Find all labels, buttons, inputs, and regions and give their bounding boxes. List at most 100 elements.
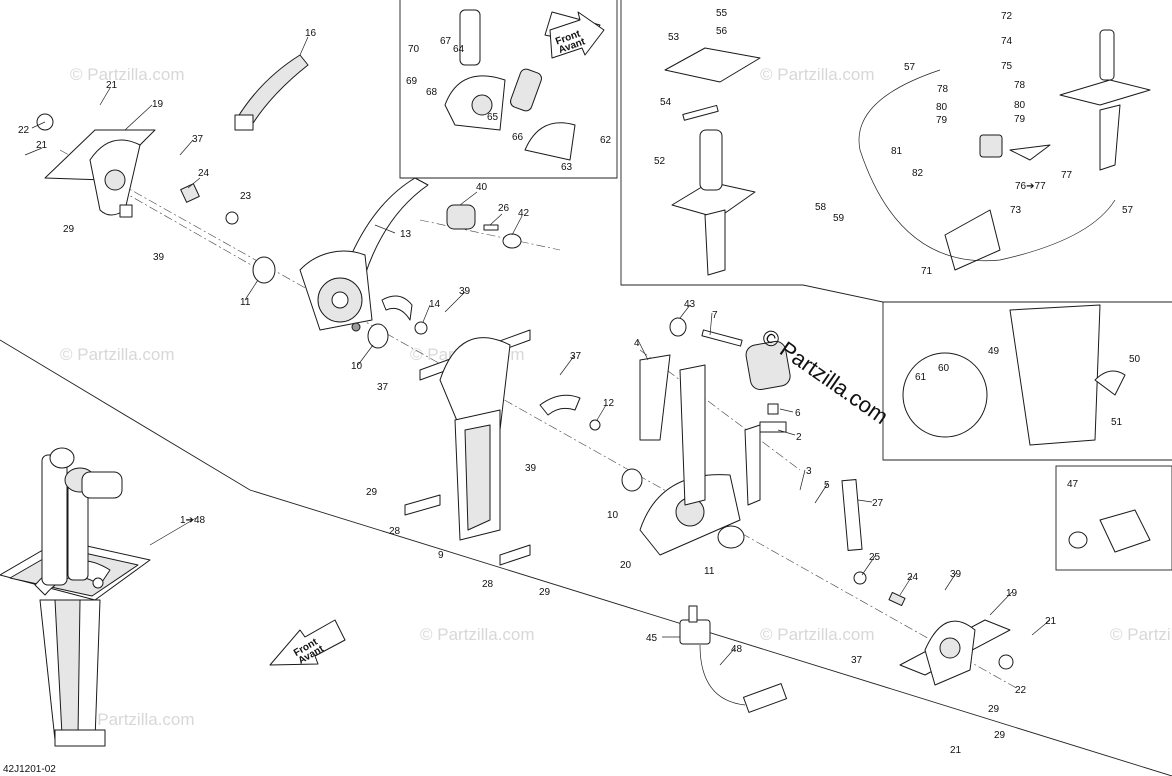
callout-79: 79: [936, 115, 948, 126]
callout-24: 24: [907, 572, 919, 583]
callout-37: 37: [377, 382, 389, 393]
callout-82: 82: [912, 168, 924, 179]
watermark: © Partzilla.com: [760, 625, 875, 644]
callout-40: 40: [476, 182, 488, 193]
callout-49: 49: [988, 346, 1000, 357]
bracket-19-lower-illustration: [853, 571, 1014, 686]
callout-67: 67: [440, 36, 452, 47]
callout-26: 26: [498, 203, 510, 214]
callout-21: 21: [106, 80, 118, 91]
callout-7: 7: [712, 310, 718, 321]
callout-2: 2: [796, 432, 802, 443]
callout-59: 59: [833, 213, 845, 224]
watermark: © Partzilla.com: [60, 345, 175, 364]
callout-53: 53: [668, 32, 680, 43]
callout-80: 80: [936, 102, 948, 113]
gear-plate-20-illustration: [621, 317, 863, 556]
sensor-45-illustration: [679, 605, 788, 713]
callout-14: 14: [429, 299, 441, 310]
watermark: © Partzilla.com: [70, 65, 185, 84]
callout-39: 39: [459, 286, 471, 297]
callout-68: 68: [426, 87, 438, 98]
callout-9: 9: [438, 550, 444, 561]
callout-42: 42: [518, 208, 530, 219]
callout-57: 57: [1122, 205, 1134, 216]
inset-detail-illustration: [902, 304, 1126, 446]
callout-13: 13: [400, 229, 412, 240]
callout-3: 3: [806, 466, 812, 477]
callout-37: 37: [570, 351, 582, 362]
callout-77: 77: [1061, 170, 1073, 181]
diagram-code: 42J1201-02: [3, 764, 56, 775]
callout-78: 78: [1014, 80, 1026, 91]
callout-63: 63: [561, 162, 573, 173]
callout-45: 45: [646, 633, 658, 644]
callout-10: 10: [607, 510, 619, 521]
inset-47-illustration: [1068, 509, 1151, 553]
callout-60: 60: [938, 363, 950, 374]
watermark: © Partzilla.com: [760, 65, 875, 84]
callout-54: 54: [660, 97, 672, 108]
inset-console-illustration: [664, 47, 761, 276]
callout-21: 21: [36, 140, 48, 151]
callout-58: 58: [815, 202, 827, 213]
callout-19: 19: [1006, 588, 1018, 599]
callout-39: 39: [153, 252, 165, 263]
lever-13-illustration: [299, 177, 429, 332]
callout-29: 29: [988, 704, 1000, 715]
callout-51: 51: [1111, 417, 1123, 428]
callout-56: 56: [716, 26, 728, 37]
callout-28: 28: [482, 579, 494, 590]
callout-71: 71: [921, 266, 933, 277]
callout-11: 11: [704, 566, 715, 577]
watermark: © Partzilla.com: [80, 710, 195, 729]
callout-22: 22: [1015, 685, 1027, 696]
callout-65: 65: [487, 112, 499, 123]
bracket-19-illustration: [36, 113, 156, 218]
callout-21: 21: [1045, 616, 1057, 627]
callout-66: 66: [512, 132, 524, 143]
callout-10: 10: [351, 361, 363, 372]
handle-16-illustration: [234, 54, 309, 131]
callout-28: 28: [389, 526, 401, 537]
control-assembly-illustration: [0, 447, 151, 747]
callout-21: 21: [950, 745, 962, 756]
callout-61: 61: [915, 372, 927, 383]
callout-29: 29: [994, 730, 1006, 741]
callout-75: 75: [1001, 61, 1013, 72]
callout-39: 39: [950, 569, 962, 580]
callout-64: 64: [453, 44, 465, 55]
leader-lines: [24, 36, 1051, 666]
callout-6: 6: [795, 408, 801, 419]
callout-79: 79: [1014, 114, 1026, 125]
callout-1: 1➔48: [180, 515, 206, 526]
callout-78: 78: [937, 84, 949, 95]
callout-29: 29: [366, 487, 378, 498]
callout-12: 12: [603, 398, 615, 409]
callout-55: 55: [716, 8, 728, 19]
callout-25: 25: [869, 552, 881, 563]
callout-47: 47: [1067, 479, 1079, 490]
callout-73: 73: [1010, 205, 1022, 216]
callout-80: 80: [1014, 100, 1026, 111]
callout-5: 5: [824, 480, 830, 491]
callout-70: 70: [408, 44, 420, 55]
callout-4: 4: [634, 338, 640, 349]
callout-11: 11: [240, 297, 251, 308]
front-arrow-lower: Front Avant: [269, 619, 346, 667]
callout-29: 29: [63, 224, 75, 235]
callout-23: 23: [240, 191, 252, 202]
callout-19: 19: [152, 99, 164, 110]
watermark: © Partzilla.com: [1110, 625, 1172, 644]
callout-22: 22: [18, 125, 30, 136]
callout-50: 50: [1129, 354, 1141, 365]
watermark: © Partzilla.com: [420, 625, 535, 644]
inset-cable-illustration: [858, 29, 1151, 271]
assembly-axes: [59, 149, 1021, 691]
callout-76: 76➔77: [1015, 181, 1046, 192]
callout-37: 37: [192, 134, 204, 145]
callout-62: 62: [600, 135, 612, 146]
callout-20: 20: [620, 560, 632, 571]
